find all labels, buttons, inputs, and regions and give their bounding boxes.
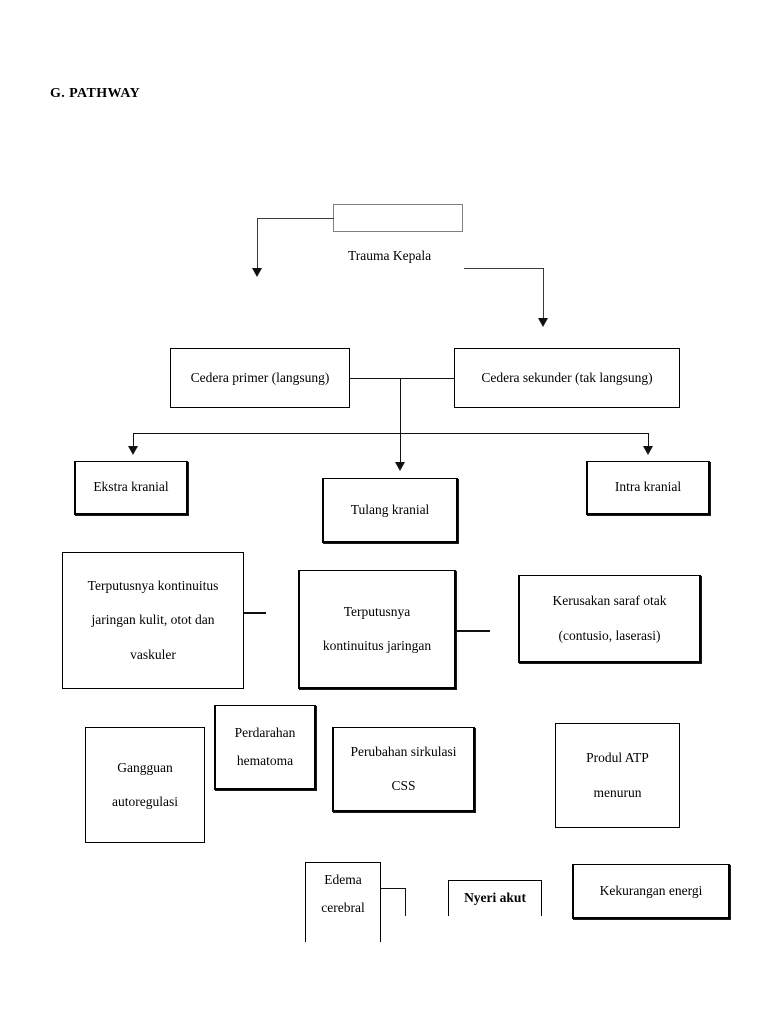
node-perdarahan-line1: Perdarahan (234, 724, 296, 740)
edge-bus-middle-arrowhead (395, 462, 405, 471)
edge-bus-right-arrowhead (643, 446, 653, 455)
node-tulang-kranial-label: Tulang kranial (350, 501, 430, 517)
node-kekurangan-energi[interactable]: Kekurangan energi (572, 864, 730, 919)
node-produl-line2: menurun (593, 784, 642, 800)
edge-bus-right-vertical (648, 433, 649, 449)
page-title: G. PATHWAY (50, 86, 141, 101)
node-edema-line2: cerebral (321, 900, 365, 916)
trauma-kepala-label: Trauma Kepala (348, 248, 432, 263)
root-box (333, 204, 463, 232)
node-kerusakan-saraf-line2: (contusio, laserasi) (558, 627, 661, 643)
node-nyeri-akut[interactable]: Nyeri akut (448, 880, 542, 916)
edge-root-to-sekunder-vertical (543, 268, 544, 321)
node-edema-cerebral[interactable]: Edema cerebral (305, 862, 381, 942)
edge-root-to-primer-arrowhead (252, 268, 262, 277)
node-perubahan-line2: CSS (391, 778, 416, 793)
node-cedera-primer[interactable]: Cedera primer (langsung) (170, 348, 350, 408)
edge-jaringan-to-saraf (456, 630, 490, 632)
node-ekstra-kranial-label: Ekstra kranial (93, 479, 169, 495)
edge-bus-horizontal (133, 433, 649, 434)
node-perdarahan-line2: hematoma (236, 753, 294, 768)
node-perubahan-sirkulasi-css[interactable]: Perubahan sirkulasi CSS (332, 727, 475, 812)
edge-edema-connector-vertical (405, 888, 406, 916)
edge-primer-sekunder (350, 378, 454, 379)
node-ekstra-kranial[interactable]: Ekstra kranial (74, 461, 188, 515)
node-edema-line1: Edema (324, 872, 362, 887)
node-kekurangan-energi-label: Kekurangan energi (599, 882, 703, 898)
node-intra-kranial[interactable]: Intra kranial (586, 461, 710, 515)
edge-root-to-primer-vertical (257, 218, 258, 271)
edge-middle-drop (400, 378, 401, 433)
edge-root-to-sekunder-arrowhead (538, 318, 548, 327)
edge-edema-connector-horizontal (381, 888, 406, 889)
node-cedera-sekunder[interactable]: Cedera sekunder (tak langsung) (454, 348, 680, 408)
node-terputusnya-jaringan[interactable]: Terputusnya kontinuitus jaringan (298, 570, 456, 689)
node-tulang-kranial[interactable]: Tulang kranial (322, 478, 458, 543)
edge-kulit-to-jaringan (244, 612, 266, 614)
node-kerusakan-saraf-line1: Kerusakan saraf otak (552, 593, 667, 609)
node-intra-kranial-label: Intra kranial (614, 479, 682, 495)
edge-bus-left-arrowhead (128, 446, 138, 455)
node-gangguan-line2: autoregulasi (112, 794, 178, 809)
edge-bus-left-vertical (133, 433, 134, 449)
node-produl-line1: Produl ATP (586, 750, 649, 766)
node-perdarahan-hematoma[interactable]: Perdarahan hematoma (214, 705, 316, 790)
node-nyeri-akut-label: Nyeri akut (464, 890, 526, 906)
edge-bus-middle-vertical (400, 433, 401, 465)
edge-root-to-sekunder-horizontal (464, 268, 544, 269)
node-terputusnya-jaringan-line1: Terputusnya (343, 603, 411, 619)
node-perubahan-line1: Perubahan sirkulasi (350, 743, 457, 759)
node-terputusnya-kulit-line2: jaringan kulit, otot dan (91, 612, 215, 628)
node-gangguan-line1: Gangguan (117, 759, 173, 775)
node-terputusnya-kulit-line1: Terputusnya kontinuitus (87, 578, 219, 594)
edge-root-to-primer-horizontal (257, 218, 334, 219)
node-cedera-sekunder-label: Cedera sekunder (tak langsung) (481, 369, 653, 385)
node-terputusnya-kulit[interactable]: Terputusnya kontinuitus jaringan kulit, … (62, 552, 244, 689)
node-cedera-primer-label: Cedera primer (langsung) (190, 369, 330, 385)
node-terputusnya-kulit-line3: vaskuler (130, 646, 176, 662)
node-terputusnya-jaringan-line2: kontinuitus jaringan (322, 638, 432, 653)
node-kerusakan-saraf[interactable]: Kerusakan saraf otak (contusio, laserasi… (518, 575, 701, 663)
node-gangguan-autoregulasi[interactable]: Gangguan autoregulasi (85, 727, 205, 843)
node-produl-atp-menurun[interactable]: Produl ATP menurun (555, 723, 680, 828)
